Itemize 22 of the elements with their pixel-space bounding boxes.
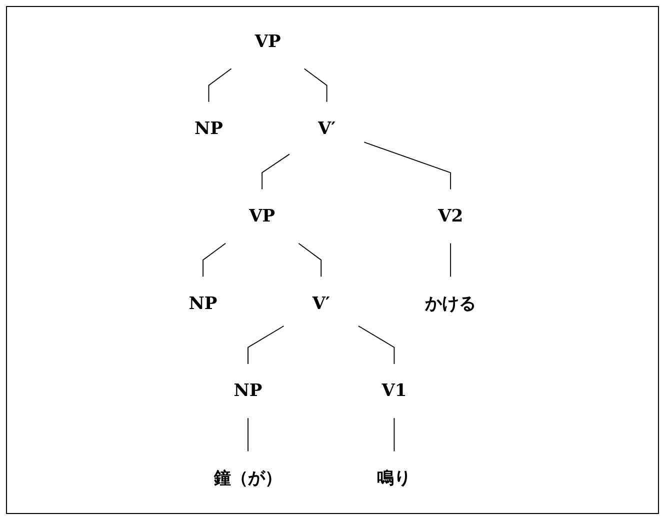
connector [394, 418, 395, 452]
node-text: VP [249, 206, 276, 226]
node-text: V′ [312, 294, 330, 314]
connector [208, 68, 232, 102]
node-text: NP [234, 381, 262, 401]
node-text: VP [254, 32, 281, 52]
connector [262, 154, 290, 190]
connector [364, 142, 452, 190]
node-text: V′ [318, 119, 336, 139]
node-text: 鳴り [377, 468, 412, 488]
node-text: V1 [382, 381, 407, 401]
connector [358, 326, 395, 364]
connector [202, 242, 226, 278]
connector [304, 68, 328, 102]
node-text: V2 [438, 206, 464, 226]
node-text: 鐘（が） [214, 468, 282, 488]
connector [450, 242, 452, 278]
connector [298, 242, 322, 278]
node-text: NP [194, 119, 223, 139]
connector [248, 326, 284, 364]
node-text: NP [188, 294, 218, 314]
node-text: かける [424, 294, 476, 314]
